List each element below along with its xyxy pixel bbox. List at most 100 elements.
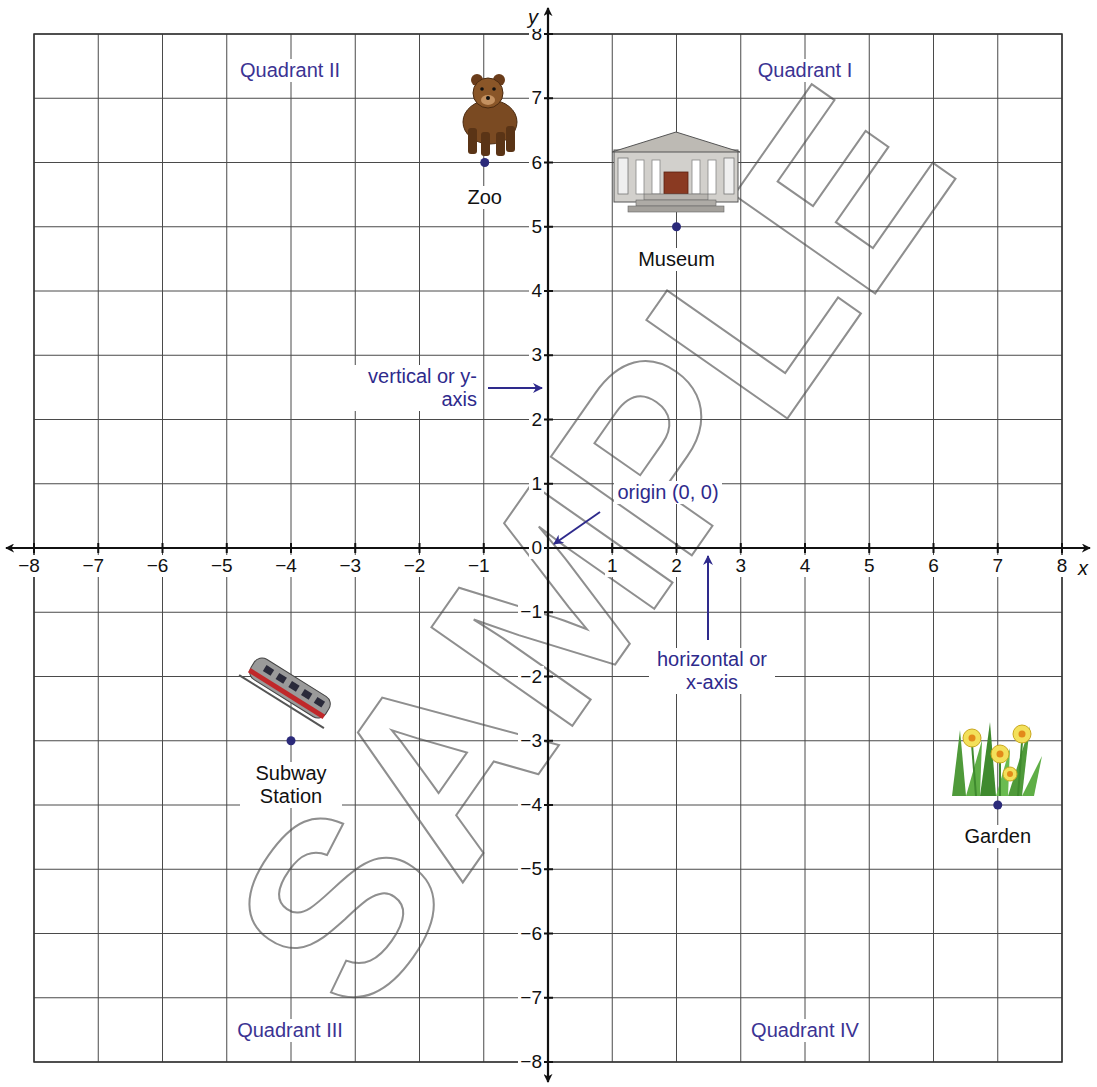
grid-line xyxy=(34,676,1062,677)
grid-line xyxy=(419,34,420,1062)
tick-mark xyxy=(543,290,553,292)
y-tick-label: −6 xyxy=(518,923,544,945)
tick-mark xyxy=(543,676,553,678)
tick-mark xyxy=(543,933,553,935)
grid-line xyxy=(34,98,1062,99)
y-tick-label: 5 xyxy=(529,216,544,238)
place-label: Zoo xyxy=(465,186,505,209)
x-tick-label: −5 xyxy=(209,555,235,577)
point-dot xyxy=(480,158,489,167)
grid-line xyxy=(34,355,1062,356)
x-tick-label: −4 xyxy=(273,555,299,577)
tick-mark xyxy=(543,740,553,742)
y-tick-label: −1 xyxy=(518,601,544,623)
grid-line xyxy=(226,34,227,1062)
axis-annotation: vertical or y-axis xyxy=(354,365,480,411)
place-label: Garden xyxy=(961,825,1034,848)
x-tick-label: 4 xyxy=(798,555,813,577)
x-tick-label: −7 xyxy=(80,555,106,577)
tick-marks xyxy=(34,34,1062,1062)
grid-line xyxy=(997,34,998,1062)
x-tick-label: 3 xyxy=(733,555,748,577)
x-tick-label: 6 xyxy=(926,555,941,577)
tick-mark xyxy=(290,543,292,553)
place-label: Subway Station xyxy=(240,762,342,808)
tick-mark xyxy=(543,419,553,421)
tick-mark xyxy=(543,162,553,164)
grid-line xyxy=(612,34,613,1062)
grid-line xyxy=(34,997,1062,998)
tick-mark xyxy=(611,543,613,553)
y-axis xyxy=(547,8,549,1082)
tick-mark xyxy=(354,543,356,553)
y-tick-label: 2 xyxy=(529,409,544,431)
y-tick-label: −8 xyxy=(518,1051,544,1073)
grid-line xyxy=(869,34,870,1062)
grid-line xyxy=(34,291,1062,292)
grid-line xyxy=(805,34,806,1062)
tick-mark xyxy=(804,543,806,553)
y-tick-label: −7 xyxy=(518,987,544,1009)
point-dot xyxy=(672,222,681,231)
axis-name: y xyxy=(526,6,540,29)
tick-mark xyxy=(162,543,164,553)
tick-mark xyxy=(997,543,999,553)
grid-line xyxy=(34,612,1062,613)
quadrant-label: Quadrant IV xyxy=(748,1019,862,1042)
leader-arrow xyxy=(488,387,542,389)
tick-mark xyxy=(543,33,553,35)
grid-line xyxy=(34,483,1062,484)
quadrant-label: Quadrant II xyxy=(237,59,343,82)
x-tick-label: 1 xyxy=(605,555,620,577)
grid-line xyxy=(34,226,1062,227)
point-dot xyxy=(993,801,1002,810)
y-tick-label: −5 xyxy=(518,858,544,880)
museum-icon xyxy=(612,132,740,212)
tick-mark xyxy=(740,543,742,553)
leader-arrow xyxy=(554,512,600,544)
tick-mark xyxy=(676,543,678,553)
place-label: Museum xyxy=(635,248,718,271)
grid-line xyxy=(98,34,99,1062)
tick-mark xyxy=(1061,543,1063,553)
y-tick-label: 0 xyxy=(529,537,544,559)
tick-mark xyxy=(543,226,553,228)
point-dot xyxy=(287,736,296,745)
x-tick-label: −3 xyxy=(337,555,363,577)
tick-mark xyxy=(543,354,553,356)
y-tick-label: −2 xyxy=(518,666,544,688)
flower-icon xyxy=(952,722,1042,796)
tick-mark xyxy=(543,611,553,613)
tick-mark xyxy=(543,1061,553,1063)
origin-annotation: origin (0, 0) xyxy=(614,481,721,504)
leader-arrow xyxy=(707,556,709,640)
grid-line xyxy=(355,34,356,1062)
x-tick-label: −2 xyxy=(402,555,428,577)
y-tick-label: 4 xyxy=(529,280,544,302)
y-tick-label: −4 xyxy=(518,794,544,816)
tick-mark xyxy=(419,543,421,553)
grid-line xyxy=(740,34,741,1062)
grid-line xyxy=(933,34,934,1062)
tick-mark xyxy=(543,868,553,870)
quadrant-label: Quadrant I xyxy=(755,59,856,82)
quadrant-label: Quadrant III xyxy=(234,1019,346,1042)
tick-mark xyxy=(543,97,553,99)
tick-mark xyxy=(543,997,553,999)
tick-mark xyxy=(483,543,485,553)
y-tick-label: −3 xyxy=(518,730,544,752)
y-tick-label: 1 xyxy=(529,473,544,495)
tick-mark xyxy=(543,804,553,806)
tick-mark xyxy=(868,543,870,553)
x-tick-label: −6 xyxy=(145,555,171,577)
x-tick-label: −1 xyxy=(466,555,492,577)
grid-line xyxy=(291,34,292,1062)
y-tick-label: 6 xyxy=(529,152,544,174)
tick-mark xyxy=(97,543,99,553)
grid-line xyxy=(34,162,1062,163)
tick-mark xyxy=(33,543,35,553)
grid-line xyxy=(34,419,1062,420)
x-tick-label: 2 xyxy=(669,555,684,577)
